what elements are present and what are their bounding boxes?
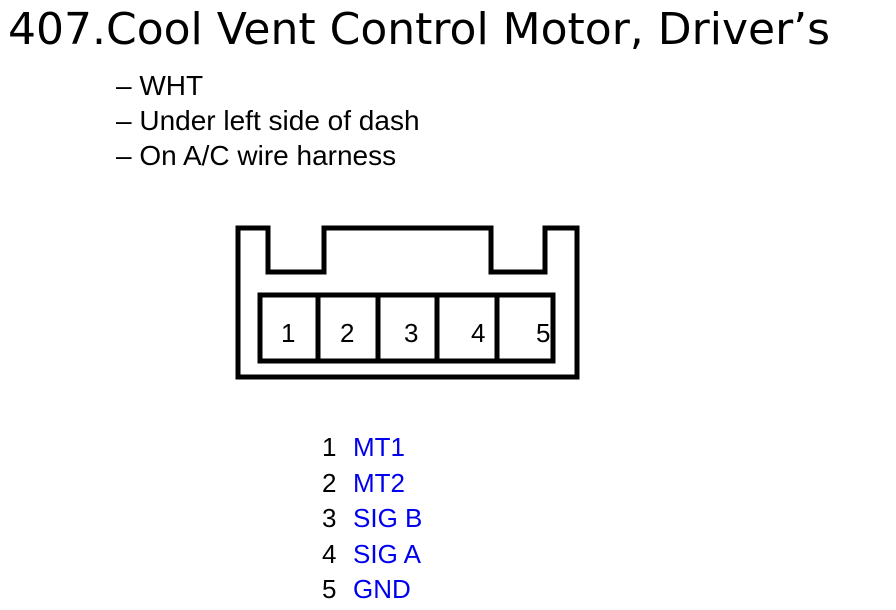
pinout-pin-number: 5 xyxy=(322,574,337,604)
pinout-row: 4 SIG A xyxy=(322,537,422,573)
connector-details-list: – WHT – Under left side of dash – On A/C… xyxy=(116,68,420,173)
connector-pin-label-4: 4 xyxy=(471,318,485,348)
pinout-pin-number: 3 xyxy=(322,503,337,533)
connector-pin-label-5: 5 xyxy=(536,318,550,348)
pinout-pin-number: 1 xyxy=(322,432,337,462)
connector-color-detail: – WHT xyxy=(116,70,204,101)
connector-harness-detail: – On A/C wire harness xyxy=(116,140,397,171)
pinout-pin-number: 4 xyxy=(322,538,337,569)
connector-pin-block xyxy=(257,292,556,364)
connector-pin-label-3: 3 xyxy=(404,318,418,348)
pinout-row: 3 SIG B xyxy=(322,501,422,537)
pinout-row: 2 MT2 xyxy=(322,466,422,502)
pinout-signal-name: MT2 xyxy=(353,467,405,498)
connector-housing-outline xyxy=(235,225,580,380)
pinout-pin-number: 2 xyxy=(322,467,337,498)
pinout-row: 1 MT1 xyxy=(322,430,422,466)
connector-pin-label-1: 1 xyxy=(281,318,295,348)
pinout-signal-name: GND xyxy=(353,574,411,604)
connector-location-detail: – Under left side of dash xyxy=(116,105,420,136)
pinout-signal-name: SIG A xyxy=(353,538,421,569)
pinout-row: 5 GND xyxy=(322,572,422,608)
pinout-signal-name: SIG B xyxy=(353,503,423,533)
connector-pin-label-2: 2 xyxy=(340,318,354,348)
page-title: 407.Cool Vent Control Motor, Driver’s xyxy=(8,4,831,55)
pinout-table: 1 MT1 2 MT2 3 SIG B 4 SIG A 5 GND xyxy=(322,430,422,608)
pinout-signal-name: MT1 xyxy=(353,432,405,462)
